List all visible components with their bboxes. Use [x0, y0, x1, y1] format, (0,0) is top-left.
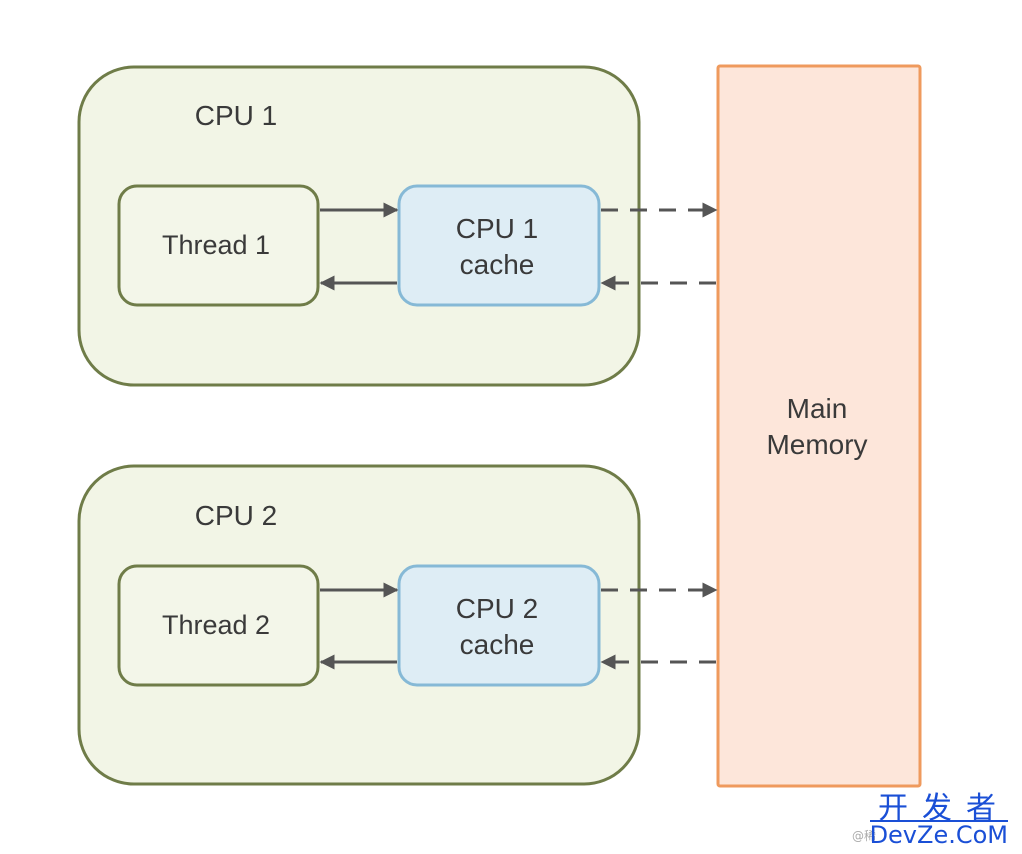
main-memory-block: Main Memory [716, 64, 922, 788]
cpu-1-cache-label-line1: CPU 1 [456, 213, 538, 244]
main-memory-label-line2: Memory [766, 429, 867, 460]
main-memory-box [716, 64, 922, 788]
thread-2-box [117, 564, 320, 687]
cpu-1-cache-box [397, 184, 601, 307]
thread-1-box [117, 184, 320, 307]
thread-1-label: Thread 1 [162, 230, 270, 260]
cpu-2-cache-label-line2: cache [460, 629, 535, 660]
thread-2-label: Thread 2 [162, 610, 270, 640]
cpu-1-group: CPU 1 Thread 1 CPU 1 cache [77, 65, 718, 387]
watermark: @稀 开发者 DevZe.CoM [852, 792, 1014, 849]
main-memory-label-line1: Main [787, 393, 848, 424]
cpu-2-label: CPU 2 [195, 500, 277, 531]
cpu-2-box [77, 464, 641, 786]
watermark-en-text: DevZe.CoM [869, 820, 1008, 849]
cpu-2-cache-label-line1: CPU 2 [456, 593, 538, 624]
watermark-cn-text: 开发者 [878, 791, 1010, 826]
cpu-2-group: CPU 2 Thread 2 CPU 2 cache [77, 464, 718, 786]
cpu-2-cache-box [397, 564, 601, 687]
cpu-1-cache-label-line2: cache [460, 249, 535, 280]
cpu-1-label: CPU 1 [195, 100, 277, 131]
watermark-small-text: @稀 [852, 829, 877, 843]
